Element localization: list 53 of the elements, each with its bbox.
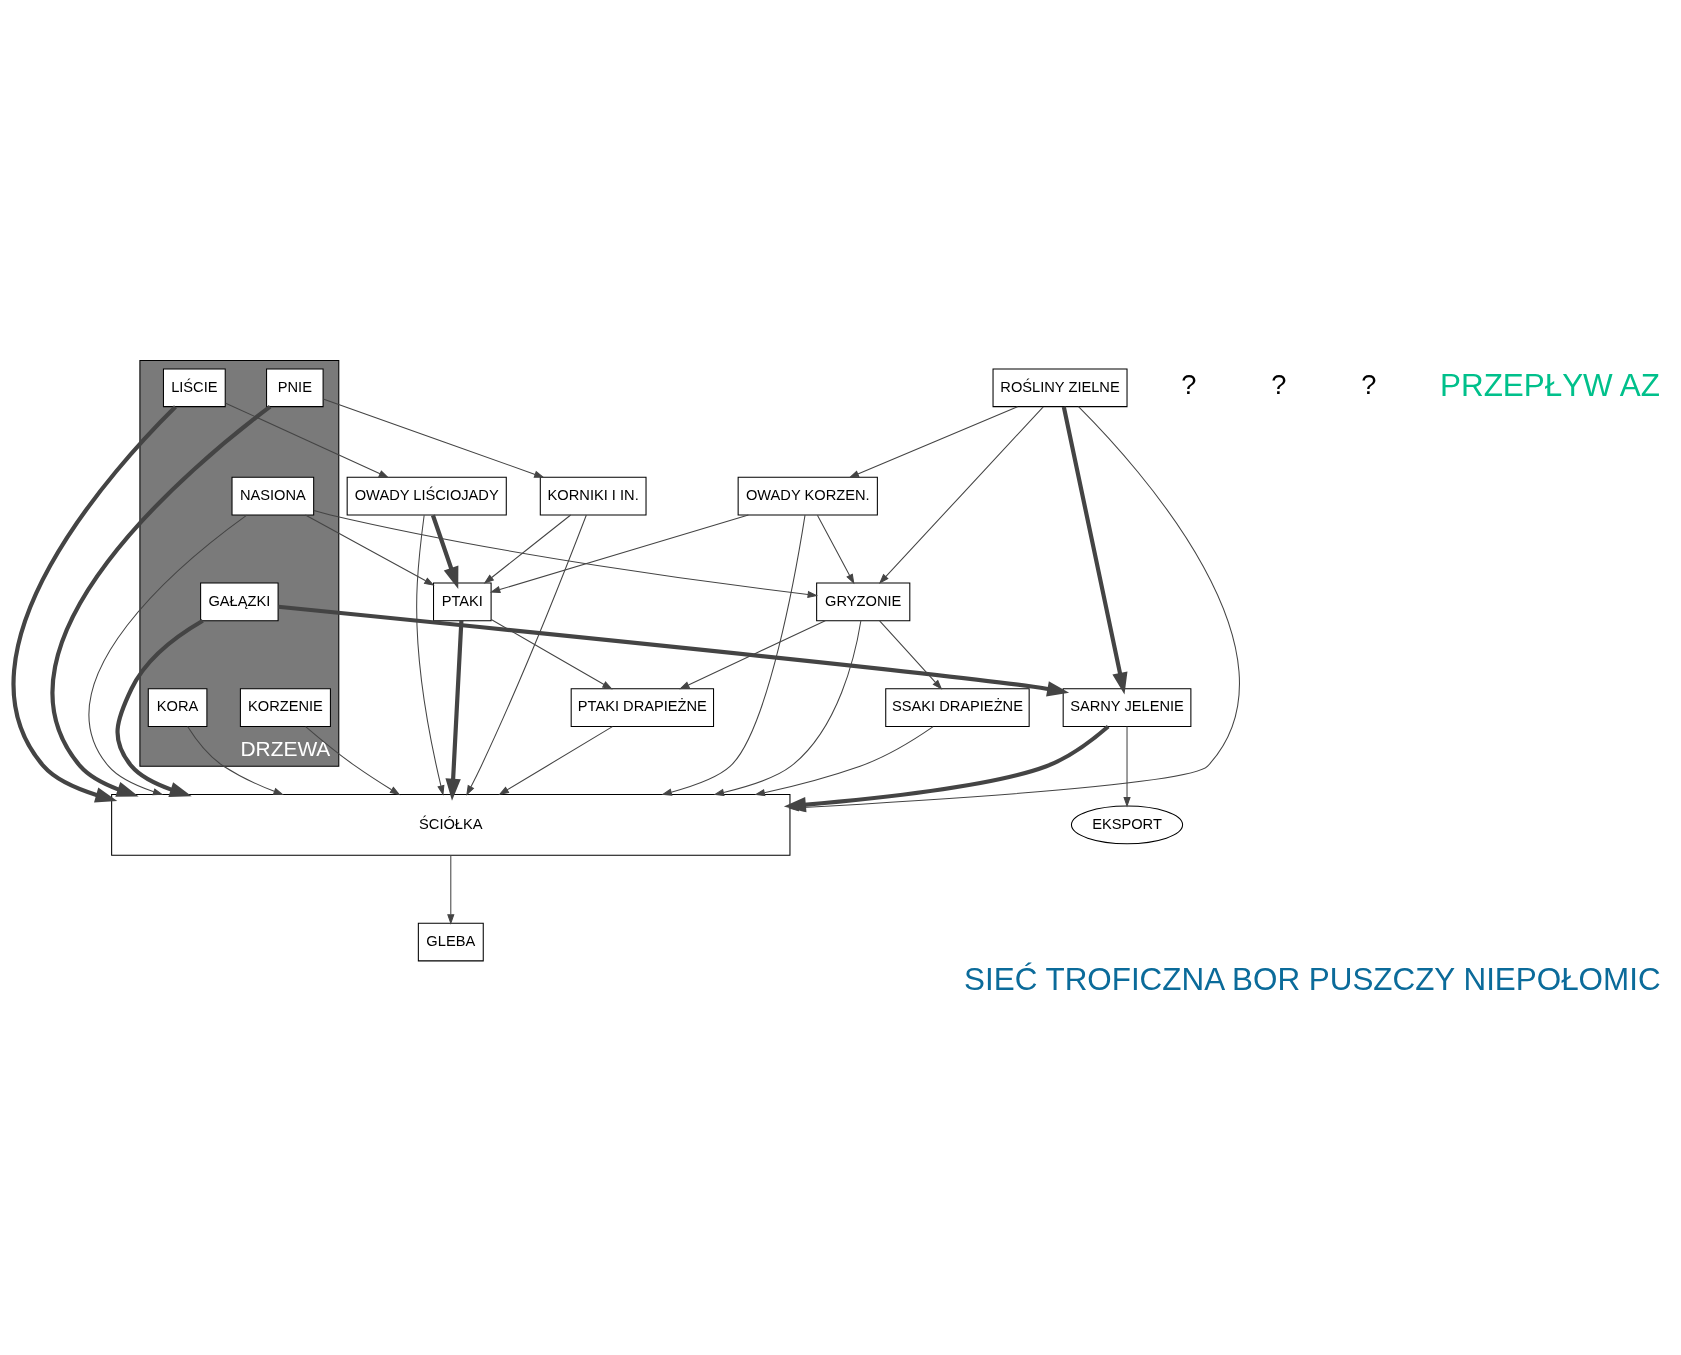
node-box: PNIE (265, 367, 324, 407)
arrow (446, 854, 454, 925)
arrow (490, 618, 613, 689)
arrow (444, 620, 463, 801)
diagram-title: SIEĆ TROFICZNA BOR PUSZCZY NIEPOŁOMIC (963, 961, 1661, 997)
node-box: NASIONA (231, 476, 314, 515)
label: ? (1270, 368, 1286, 400)
node-box: KORZENIE (239, 687, 331, 727)
node-box: KORNIKI I IN. (539, 476, 647, 515)
arrow (713, 619, 861, 796)
node-box: PTAKI (432, 581, 492, 621)
node-box: KORA (147, 687, 207, 727)
arrow (489, 513, 749, 593)
arrow (50, 404, 271, 797)
arrow (415, 514, 444, 796)
label: ? (1360, 368, 1376, 400)
arrow (186, 725, 284, 795)
node-box: OWADY KORZEN. (737, 476, 878, 515)
arrow (753, 725, 934, 796)
node-box: SARNY JELENIE (1062, 687, 1191, 727)
label: ? (1180, 368, 1196, 400)
arrow (878, 405, 1044, 584)
node-box: PTAKI DRAPIEŻNE (570, 687, 714, 727)
arrow (115, 618, 204, 797)
arrow (304, 725, 400, 795)
node-box: OWADY LIŚCIOJADY (346, 476, 507, 515)
arrow (678, 619, 826, 689)
arrow (277, 604, 1069, 696)
arrow (816, 514, 854, 584)
node-box: ŚCIÓŁKA (110, 793, 790, 856)
node-box: SSAKI DRAPIEŻNE (884, 687, 1030, 727)
arrow (1061, 405, 1127, 695)
arrow (483, 513, 571, 584)
caption: PRZEPŁYW AZ (1439, 367, 1660, 403)
arrow (11, 404, 177, 802)
node-box: GAŁĄZKI (199, 581, 279, 621)
node-box: GLEBA (417, 922, 484, 961)
arrow (465, 514, 587, 796)
arrow (88, 514, 247, 795)
arrow (224, 402, 389, 478)
node-box: ROŚLINY ZIELNE (992, 367, 1128, 407)
node-box: LIŚCIE (162, 367, 226, 407)
arrow (878, 619, 942, 690)
arrow (430, 514, 458, 589)
arrow (660, 514, 806, 796)
arrow (1122, 725, 1131, 807)
arrow (322, 397, 545, 478)
arrow (848, 405, 1018, 478)
node-box: GRYZONIE (815, 581, 910, 621)
arrow (498, 725, 613, 795)
node-ellipse: EKSPORT (1070, 804, 1183, 844)
arrow (304, 513, 435, 586)
arrow (312, 509, 818, 598)
